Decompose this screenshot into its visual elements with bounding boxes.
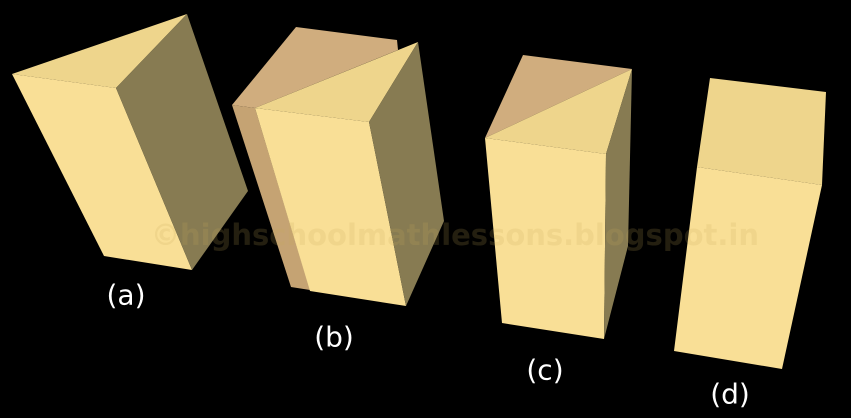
label-a: (a) — [106, 278, 146, 312]
prism-a — [12, 14, 248, 270]
prism-d-top-face — [697, 78, 826, 185]
prism-b-back-side — [232, 105, 310, 290]
watermark: ©highschoolmathlessons.blogspot.in — [151, 218, 759, 252]
label-c: (c) — [526, 353, 564, 387]
prism-c-top-back — [485, 55, 632, 138]
label-d: (d) — [710, 377, 750, 411]
prism-c-side-face — [604, 69, 632, 339]
prism-c-front-face — [485, 138, 606, 339]
prism-d-front-face — [674, 167, 822, 369]
prism-a-side-face — [116, 14, 248, 270]
prism-a-top-face — [12, 14, 187, 88]
prism-c-top-face — [485, 69, 632, 154]
prism-b-back-top — [232, 27, 398, 108]
prism-b-top-face — [255, 42, 418, 122]
prism-c — [485, 55, 632, 339]
prism-b — [232, 27, 444, 306]
prism-b-front-face — [255, 108, 406, 306]
label-b: (b) — [314, 320, 354, 354]
prism-d — [674, 78, 826, 369]
prism-b-side-face — [369, 42, 444, 306]
prism-a-front-face — [12, 74, 192, 270]
